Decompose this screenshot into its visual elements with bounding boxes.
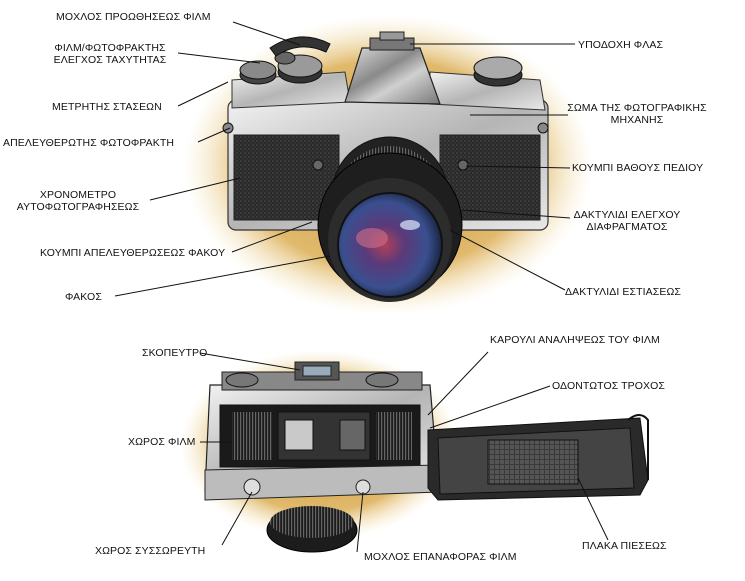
label-focus-ring: ΔΑΚΤΥΛΙΔΙ ΕΣΤΙΑΣΕΩΣ [565,286,682,298]
leader-lines [114,21,609,553]
label-take-up-spool: ΚΑΡΟΥΛΙ ΑΝΑΛΗΨΕΩΣ ΤΟΥ ΦΙΛΜ [490,334,660,346]
label-film-speed-control: ΦΙΛΜ/ΦΩΤΟΦΡΑΚΤΗΣ ΕΛΕΓΧΟΣ ΤΑΧΥΤΗΤΑΣ [53,42,167,66]
label-film-advance-lever: ΜΟΧΛΟΣ ΠΡΟΩΘΗΣΕΩΣ ΦΙΛΜ [56,11,211,23]
label-self-timer: ΧΡΟΝΟΜΕΤΡΟ ΑΥΤΟΦΩΤΟΓΡΑΦΗΣΕΩΣ [16,189,140,213]
camera-front-illustration [183,15,593,315]
label-aperture-ring: ΔΑΚΤΥΛΙΔΙ ΕΛΕΓΧΟΥ ΔΙΑΦΡΑΓΜΑΤΟΣ [573,209,681,233]
label-battery-chamber: ΧΩΡΟΣ ΣΥΣΣΩΡΕΥΤΗ [95,545,206,557]
label-camera-body: ΣΩΜΑ ΤΗΣ ΦΩΤΟΓΡΑΦΙΚΗΣ ΜΗΧΑΝΗΣ [567,102,707,126]
label-depth-of-field-button: ΚΟΥΜΠΙ ΒΑΘΟΥΣ ΠΕΔΙΟΥ [572,162,704,174]
label-sprocket: ΟΔΟΝΤΩΤΟΣ ΤΡΟΧΟΣ [552,380,666,392]
label-film-rewind-lever: ΜΟΧΛΟΣ ΕΠΑΝΑΦΟΡΑΣ ΦΙΛΜ [364,551,517,563]
label-shutter-release: ΑΠΕΛΕΥΘΕΡΩΤΗΣ ΦΩΤΟΦΡΑΚΤΗ [3,137,175,149]
label-pressure-plate: ΠΛΑΚΑ ΠΙΕΣΕΩΣ [582,540,667,552]
label-lens: ΦΑΚΟΣ [65,291,102,303]
label-film-chamber: ΧΩΡΟΣ ΦΙΛΜ [128,436,196,448]
label-frame-counter: ΜΕΤΡΗΤΗΣ ΣΤΑΣΕΩΝ [52,101,162,113]
label-lens-release-button: ΚΟΥΜΠΙ ΑΠΕΛΕΥΘΕΡΩΣΕΩΣ ΦΑΚΟΥ [40,247,226,259]
camera-open-back-illustration [180,350,649,553]
label-flash-shoe: ΥΠΟΔΟΧΗ ΦΛΑΣ [578,39,664,51]
label-viewfinder: ΣΚΟΠΕΥΤΡΟ [142,347,208,359]
